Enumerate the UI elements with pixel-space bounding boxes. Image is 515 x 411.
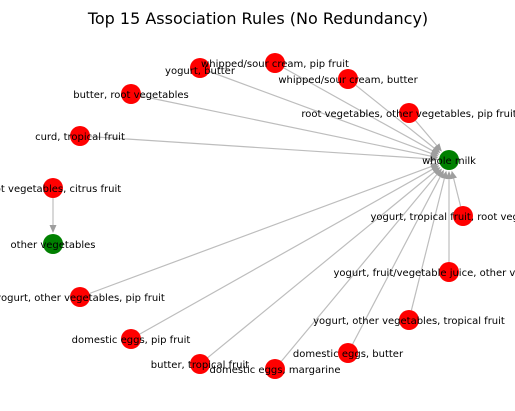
node-label-domestic-eggs-pip-fruit: domestic eggs, pip fruit [72,335,191,346]
node-label-root-vegetables-citrus-fruit: root vegetables, citrus fruit [0,184,121,195]
node-butter-root-vegetables[interactable] [121,84,141,104]
edge-butter-tropical-fruit-to-whole-milk [207,171,435,359]
node-label-domestic-eggs-margarine: domestic eggs, margarine [209,365,340,376]
node-yogurt-other-vegetables-pip-fruit[interactable] [70,287,90,307]
edge-root-vegetables-other-vegetables-pip-fruit-to-whole-milk [415,120,438,146]
node-yogurt-tropical-fruit-root-vegetables[interactable] [453,206,473,226]
node-label-yogurt-fruit-vegetable-juice-other-vegetables: yogurt, fruit/vegetable juice, other veg… [333,268,515,279]
node-yogurt-butter[interactable] [190,58,210,78]
arrowhead-domestic-eggs-butter-to-whole-milk [437,169,444,179]
node-yogurt-other-vegetables-tropical-fruit[interactable] [399,310,419,330]
node-label-whole-milk: whole milk [422,156,476,167]
edge-domestic-eggs-butter-to-whole-milk [352,176,441,345]
node-label-domestic-eggs-butter: domestic eggs, butter [293,349,404,360]
edge-domestic-eggs-margarine-to-whole-milk [280,174,438,362]
node-label-whipped-sour-cream-pip-fruit: whipped/sour cream, pip fruit [201,59,349,70]
node-root-vegetables-citrus-fruit[interactable] [43,178,63,198]
edge-yogurt-other-vegetables-pip-fruit-to-whole-milk [89,166,432,295]
arrowhead-butter-tropical-fruit-to-whole-milk [432,167,441,175]
node-label-yogurt-other-vegetables-tropical-fruit: yogurt, other vegetables, tropical fruit [313,316,505,327]
node-label-yogurt-butter: yogurt, butter [165,66,236,77]
arrowhead-curd-tropical-fruit-to-whole-milk [429,155,438,163]
node-whole-milk[interactable] [439,150,459,170]
edge-yogurt-tropical-fruit-root-vegetables-to-whole-milk [453,178,462,207]
node-root-vegetables-other-vegetables-pip-fruit[interactable] [399,103,419,123]
arrowhead-domestic-eggs-margarine-to-whole-milk [434,168,442,177]
node-label-yogurt-tropical-fruit-root-vegetables: yogurt, tropical fruit, root vegetables [370,212,515,223]
nodes-layer [43,53,473,379]
node-label-yogurt-other-vegetables-pip-fruit: yogurt, other vegetables, pip fruit [0,293,165,304]
edge-domestic-eggs-pip-fruit-to-whole-milk [139,168,433,335]
edge-whipped-sour-cream-pip-fruit-to-whole-milk [283,67,433,152]
node-whipped-sour-cream-pip-fruit[interactable] [265,53,285,73]
edge-curd-tropical-fruit-to-whole-milk [89,136,431,160]
edge-butter-root-vegetables-to-whole-milk [140,95,431,157]
arrowhead-whipped-sour-cream-butter-to-whole-milk [432,145,441,154]
labels-layer: whole milk other vegetables whipped/sour c… [0,59,515,376]
node-whipped-sour-cream-butter[interactable] [338,69,358,89]
arrowhead-yogurt-tropical-fruit-root-vegetables-to-whole-milk [450,170,457,180]
node-label-butter-root-vegetables: butter, root vegetables [73,90,188,101]
edge-whipped-sour-cream-butter-to-whole-milk [355,84,435,149]
node-curd-tropical-fruit[interactable] [70,126,90,146]
node-domestic-eggs-pip-fruit[interactable] [121,329,141,349]
edges-layer [49,67,462,362]
arrowhead-root-vegetables-citrus-fruit-to-other-vegetables [49,225,57,233]
node-label-curd-tropical-fruit: curd, tropical fruit [35,132,125,143]
node-butter-tropical-fruit[interactable] [190,354,210,374]
node-label-whipped-sour-cream-butter: whipped/sour cream, butter [278,75,418,86]
node-domestic-eggs-butter[interactable] [338,343,358,363]
arrowhead-root-vegetables-other-vegetables-pip-fruit-to-whole-milk [434,143,442,152]
node-domestic-eggs-margarine[interactable] [265,359,285,379]
node-yogurt-fruit-vegetable-juice-other-vegetables[interactable] [439,262,459,282]
edge-yogurt-other-vegetables-tropical-fruit-to-whole-milk [410,178,445,311]
node-label-butter-tropical-fruit: butter, tropical fruit [151,360,250,371]
node-label-other-vegetables: other vegetables [11,240,96,251]
edge-yogurt-butter-to-whole-milk [209,70,432,154]
chart-title: Top 15 Association Rules (No Redundancy) [87,9,428,28]
node-other-vegetables[interactable] [43,234,63,254]
node-label-root-vegetables-other-vegetables-pip-fruit: root vegetables, other vegetables, pip f… [301,109,515,120]
